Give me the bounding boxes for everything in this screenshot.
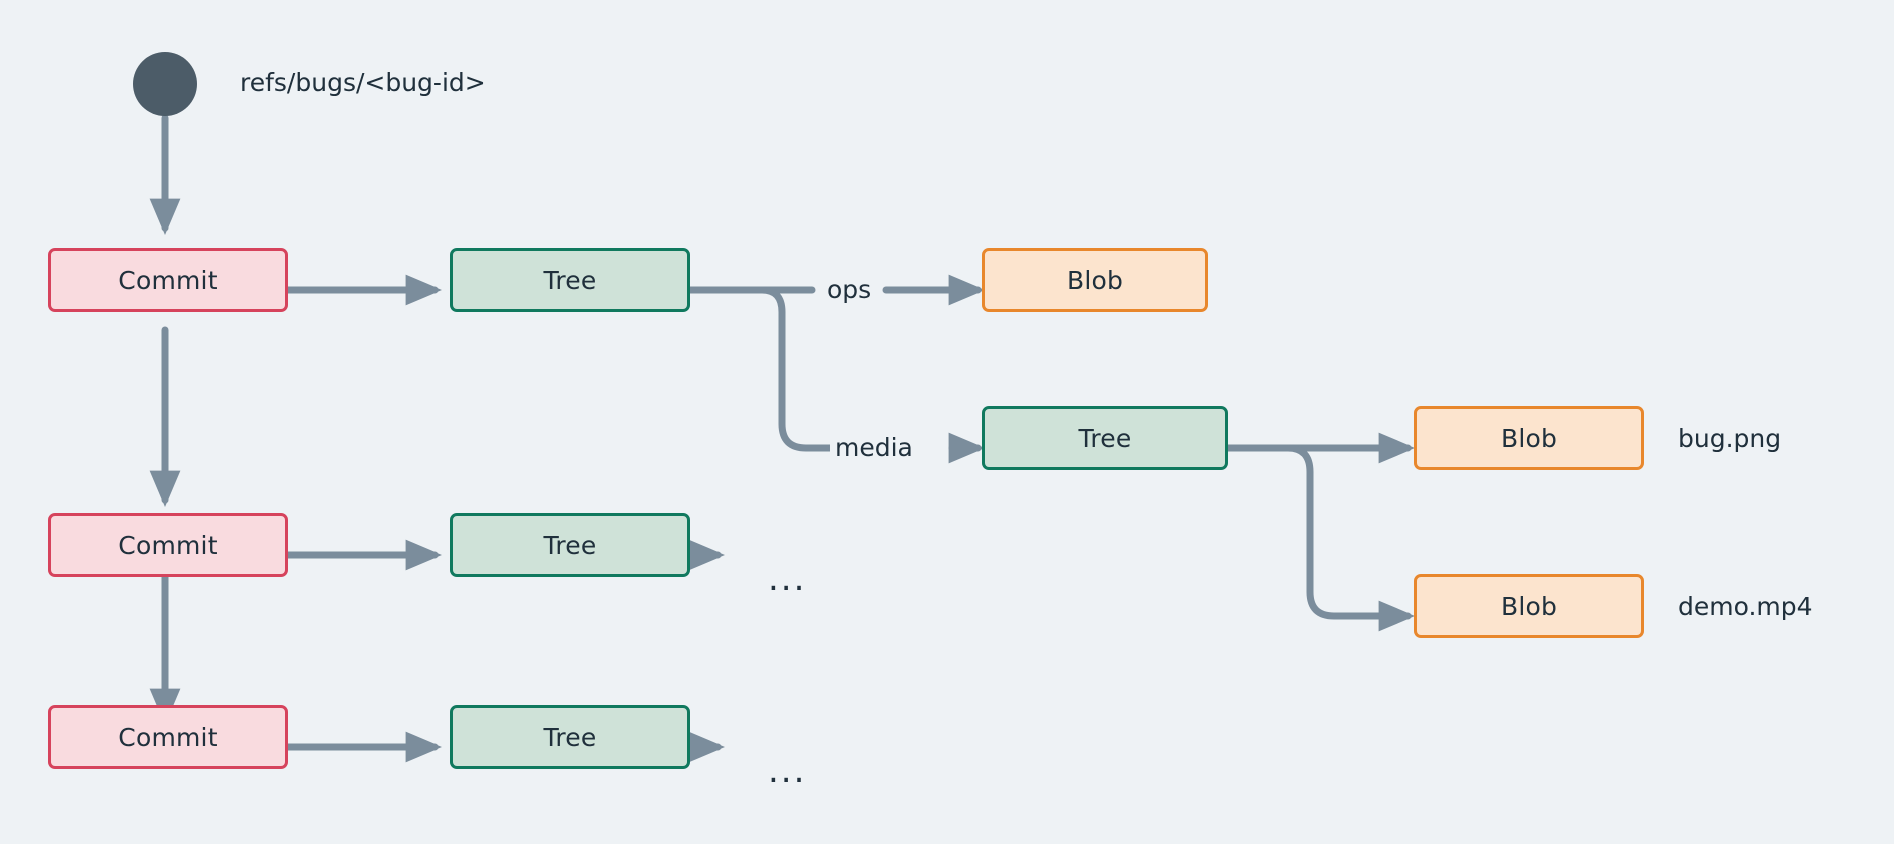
tree-3-more-ellipsis: ... xyxy=(768,751,807,791)
ref-label: refs/bugs/<bug-id> xyxy=(240,68,486,97)
node-blob-bug-png-label: Blob xyxy=(1500,423,1558,453)
node-tree-media[interactable]: Tree xyxy=(982,406,1228,470)
node-blob-bug-png[interactable]: Blob xyxy=(1414,406,1644,470)
node-commit-1-label: Commit xyxy=(118,265,218,295)
node-blob-demo-mp4[interactable]: Blob xyxy=(1414,574,1644,638)
edge-tree1-split-media xyxy=(686,286,836,452)
node-commit-1[interactable]: Commit xyxy=(48,248,288,312)
node-tree-3[interactable]: Tree xyxy=(450,705,690,769)
node-tree-3-label: Tree xyxy=(543,722,597,752)
node-commit-2-label: Commit xyxy=(118,530,218,560)
edge-treemedia-to-blob-demomp4 xyxy=(1224,444,1416,632)
node-commit-3[interactable]: Commit xyxy=(48,705,288,769)
ref-pointer-dot[interactable] xyxy=(133,52,197,116)
node-tree-media-label: Tree xyxy=(1078,423,1132,453)
node-commit-2[interactable]: Commit xyxy=(48,513,288,577)
file-label-demo-mp4: demo.mp4 xyxy=(1678,592,1813,621)
node-commit-3-label: Commit xyxy=(118,722,218,752)
tree-2-more-ellipsis: ... xyxy=(768,559,807,599)
edge-label-media: media xyxy=(830,433,918,462)
edge-label-ops: ops xyxy=(822,275,877,304)
node-tree-1-label: Tree xyxy=(543,265,597,295)
node-tree-2[interactable]: Tree xyxy=(450,513,690,577)
node-blob-ops[interactable]: Blob xyxy=(982,248,1208,312)
node-tree-1[interactable]: Tree xyxy=(450,248,690,312)
node-blob-demo-mp4-label: Blob xyxy=(1500,591,1558,621)
node-blob-ops-label: Blob xyxy=(1066,265,1124,295)
node-tree-2-label: Tree xyxy=(543,530,597,560)
file-label-bug-png: bug.png xyxy=(1678,424,1782,453)
